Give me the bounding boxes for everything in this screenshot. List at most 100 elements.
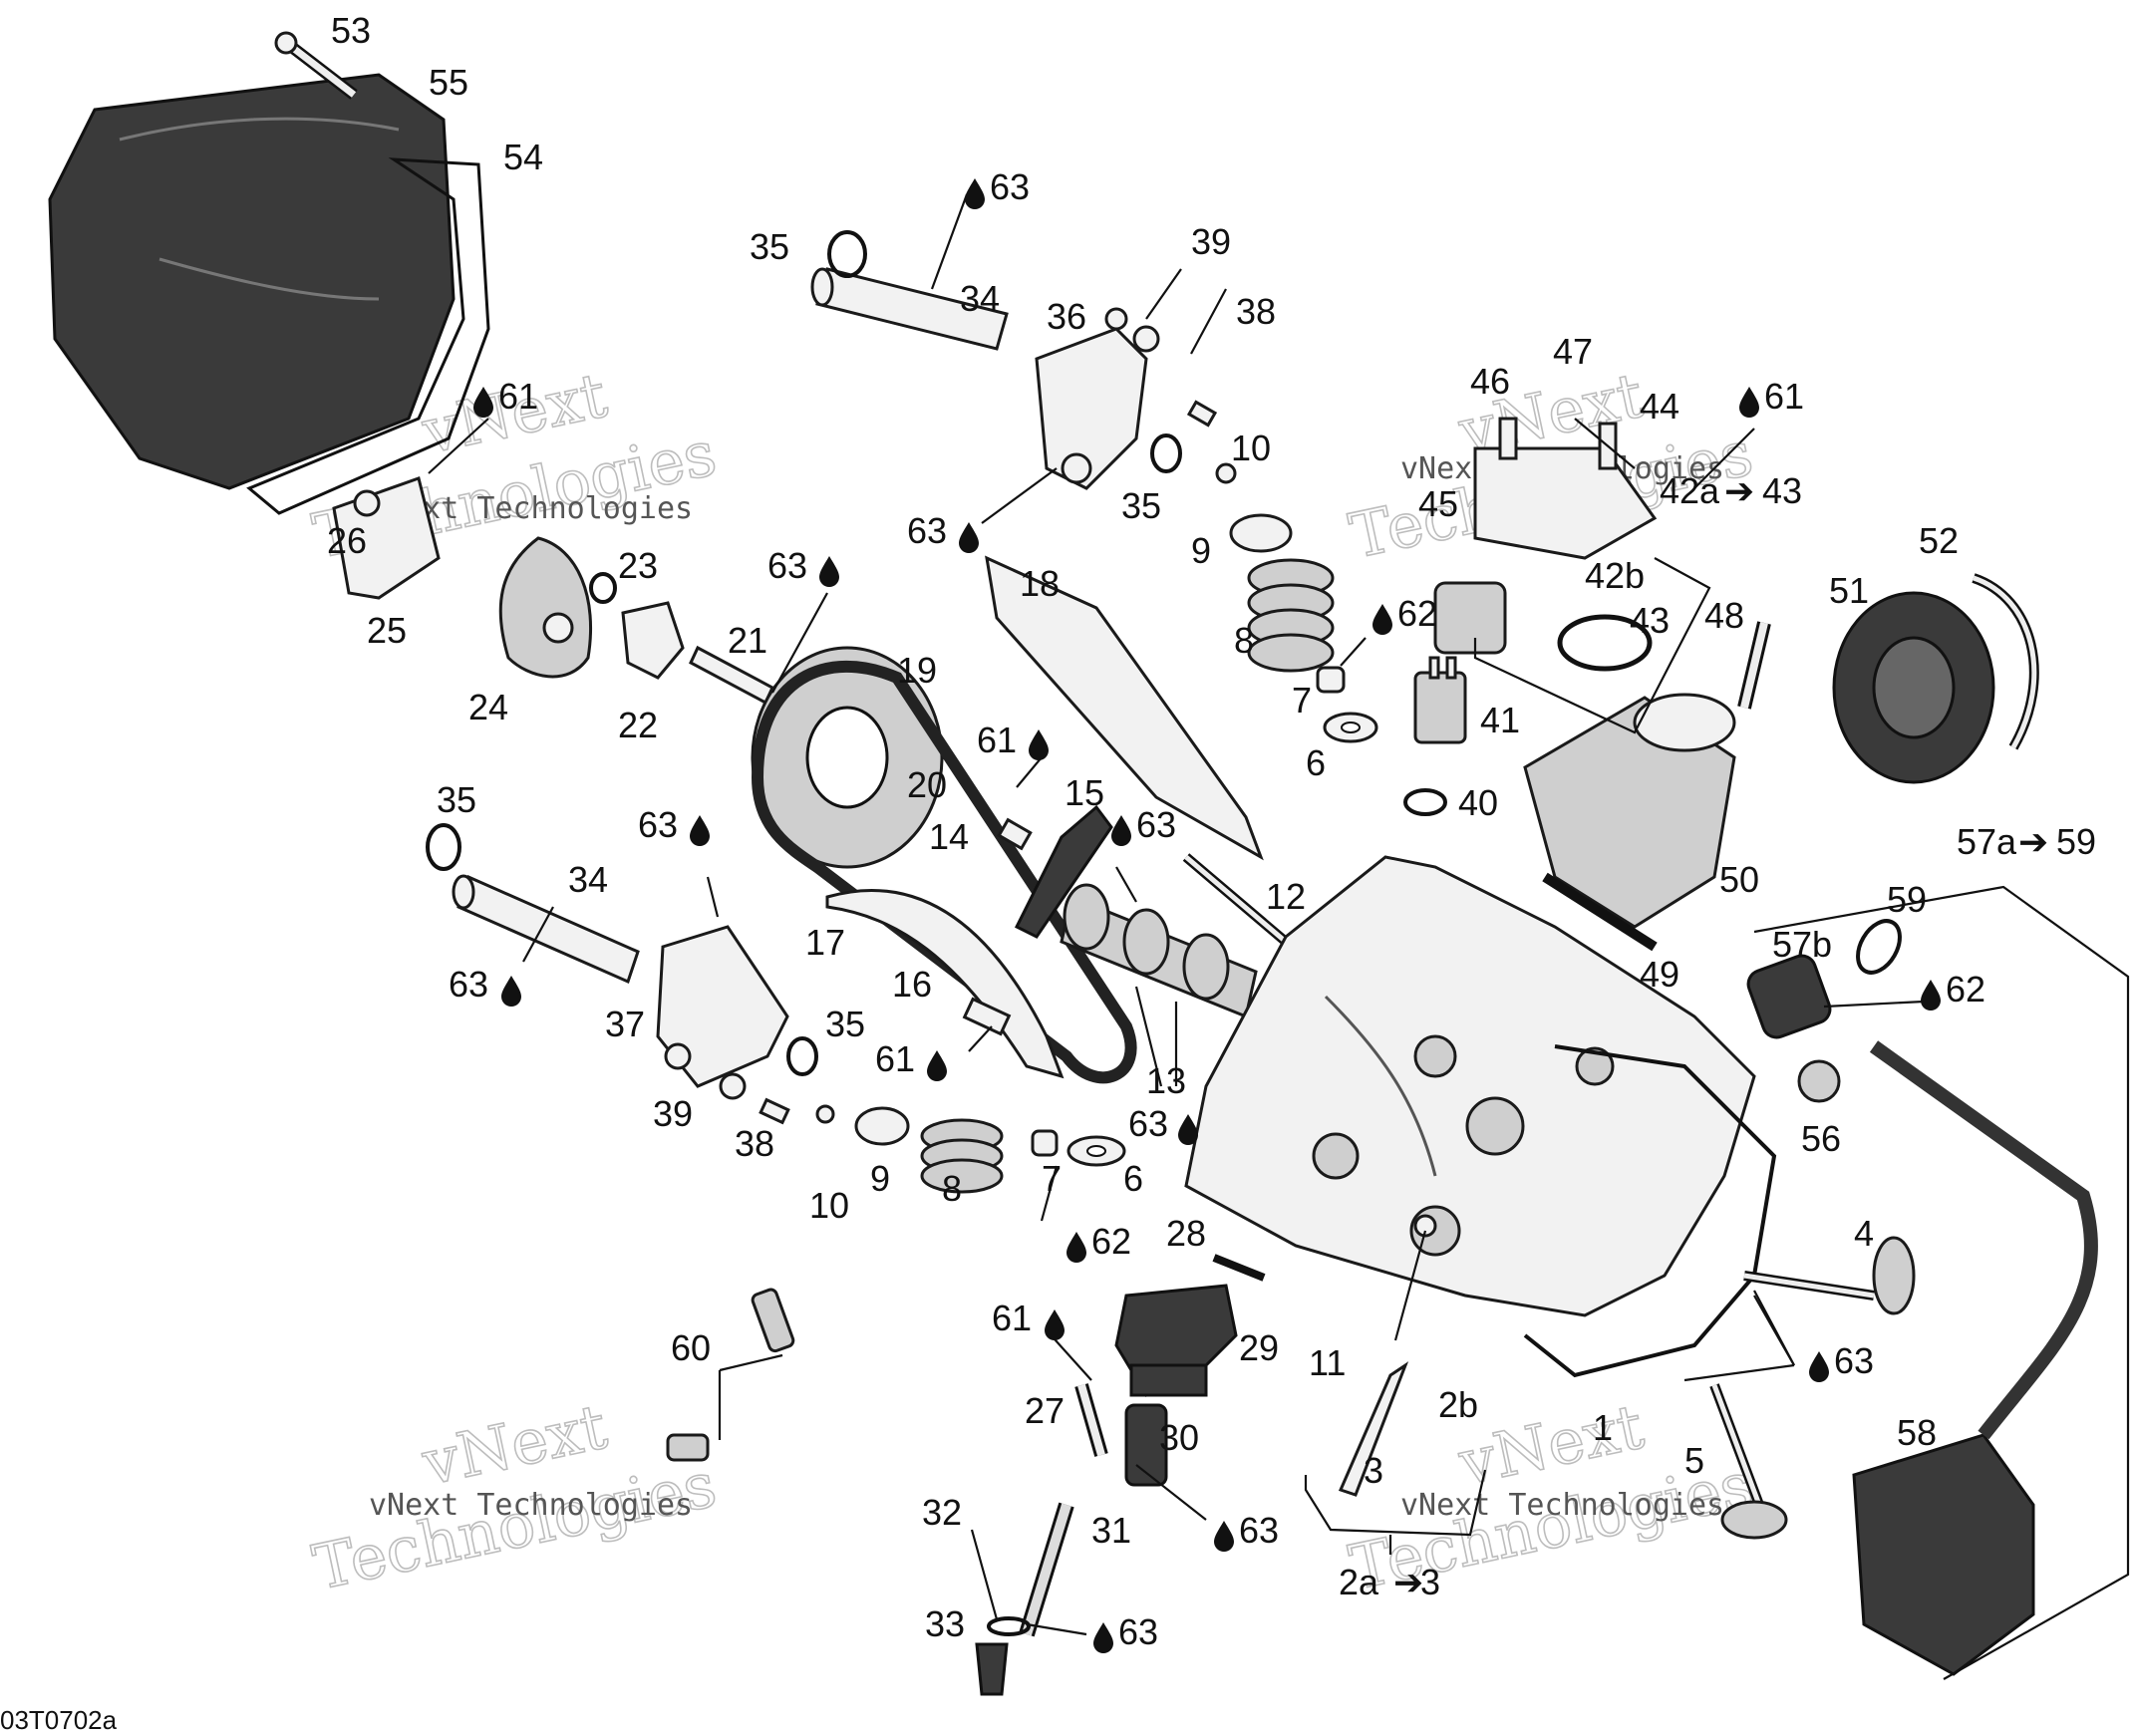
spring-retainer-top [1229,513,1293,553]
callout-35: 35 [750,226,789,267]
oil-drop-icon [927,1050,947,1081]
adjuster-screw-top [1186,400,1218,428]
group-bracket-42a-43 [1473,557,1711,734]
callout-16: 16 [892,964,932,1005]
gasket-32 [987,1616,1031,1636]
rocker-arm-shaft-top [810,267,1009,351]
callout-22: 22 [618,705,658,745]
stud-11 [1413,1214,1437,1238]
callout-52: 52 [1919,520,1959,561]
oil-drop-icon [1093,1622,1113,1653]
oil-drop-icon [1372,604,1392,635]
callout-60: 60 [671,1327,711,1368]
callout-6: 6 [1306,742,1326,783]
callout-23: 23 [618,545,658,586]
callout-63: 63 [907,510,947,551]
valve-cover-gasket [246,157,490,515]
callout-17: 17 [805,922,845,963]
callout-21: 21 [728,620,767,661]
spring-retainer-left [854,1106,910,1146]
callout-57a: 57a [1957,821,2017,862]
callout-42b: 42b [1585,555,1645,596]
dowel-60 [666,1288,795,1462]
callout-48: 48 [1704,595,1744,636]
callout-59: 59 [2056,821,2096,862]
oil-drop-icon [1111,815,1131,846]
seal-59 [1856,919,1902,975]
callout-2a: 2a [1339,1562,1379,1602]
diagram-code: 03T0702a [0,1705,118,1735]
callout-35: 35 [1121,485,1161,526]
bolt-12 [1182,853,1290,946]
watermark-bottom-left: vNext Technologies vNext Technologies [306,1389,723,1605]
callout-63: 63 [1128,1103,1168,1144]
svg-text:vNext Technologies: vNext Technologies [369,1488,693,1523]
callout-50: 50 [1719,859,1759,900]
callout-18: 18 [1020,563,1060,604]
callout-37: 37 [605,1004,645,1044]
callout-15: 15 [1065,772,1104,813]
callout-13: 13 [1146,1060,1186,1101]
callout-61: 61 [977,720,1017,760]
callout-62: 62 [1397,593,1437,634]
ignition-coil [1852,1040,2098,1676]
callout-40: 40 [1458,782,1498,823]
oil-drop-icon [1921,980,1941,1011]
spark-plug-cap [1746,954,1832,1039]
right-arrow-icon: ➔ [1393,1562,1423,1602]
oil-drop-icon [965,178,985,209]
valve-cotter-left [815,1104,835,1124]
callout-62: 62 [1091,1221,1131,1262]
callout-9: 9 [1191,530,1211,571]
oil-drop-icon [1178,1114,1198,1145]
right-arrow-icon: ➔ [1724,470,1754,511]
rocker-arm-top [1035,307,1160,490]
callout-58: 58 [1897,1412,1937,1453]
callout-10: 10 [809,1185,849,1226]
callout-62: 62 [1946,969,1985,1010]
callout-45: 45 [1418,483,1458,524]
callout-41: 41 [1480,700,1520,740]
callout-36: 36 [1047,296,1086,337]
oil-drop-icon [690,815,710,846]
valve-guide [1338,1361,1409,1497]
o-ring-28 [1212,1254,1266,1282]
callout-59: 59 [1887,879,1927,920]
o-ring-left [426,823,461,871]
o-ring-top [827,230,867,278]
callout-57b: 57b [1772,924,1832,965]
callout-34: 34 [960,278,1000,319]
callout-34: 34 [568,859,608,900]
callout-24: 24 [468,687,508,727]
callout-32: 32 [922,1492,962,1533]
callout-49: 49 [1640,954,1679,995]
rocker-arm-support-left [332,476,441,600]
spring-seat-left [1067,1135,1126,1167]
valve-spring-top [1247,558,1335,673]
thermostat-o-ring [1557,614,1653,672]
oil-drop-icon [1809,1351,1829,1382]
callout-51: 51 [1829,570,1869,611]
group-bracket-2a-3 [1304,1469,1487,1555]
spring-56 [1797,1059,1841,1103]
valve-intake [1709,1383,1788,1540]
group-bracket-57a-59 [1753,885,2130,1680]
callout-29: 29 [1239,1327,1279,1368]
callout-46: 46 [1470,361,1510,402]
oil-drop-icon [819,556,839,587]
thermostat [1433,581,1507,655]
valve-cover [48,73,456,490]
callout-2b: 2b [1438,1384,1478,1425]
callout-63: 63 [1136,804,1176,845]
callout-11: 11 [1309,1342,1346,1383]
callout-1: 1 [1593,1407,1613,1448]
callout-8: 8 [942,1168,962,1209]
spark-plug [1019,1502,1074,1637]
callout-38: 38 [735,1123,774,1164]
callout-3: 3 [1420,1562,1440,1602]
callout-61: 61 [1764,376,1804,417]
svg-text:vNext Technologies: vNext Technologies [1400,1488,1724,1523]
callout-4: 4 [1854,1213,1874,1254]
callout-63: 63 [1239,1510,1279,1551]
spring-seat-top [1323,712,1378,743]
